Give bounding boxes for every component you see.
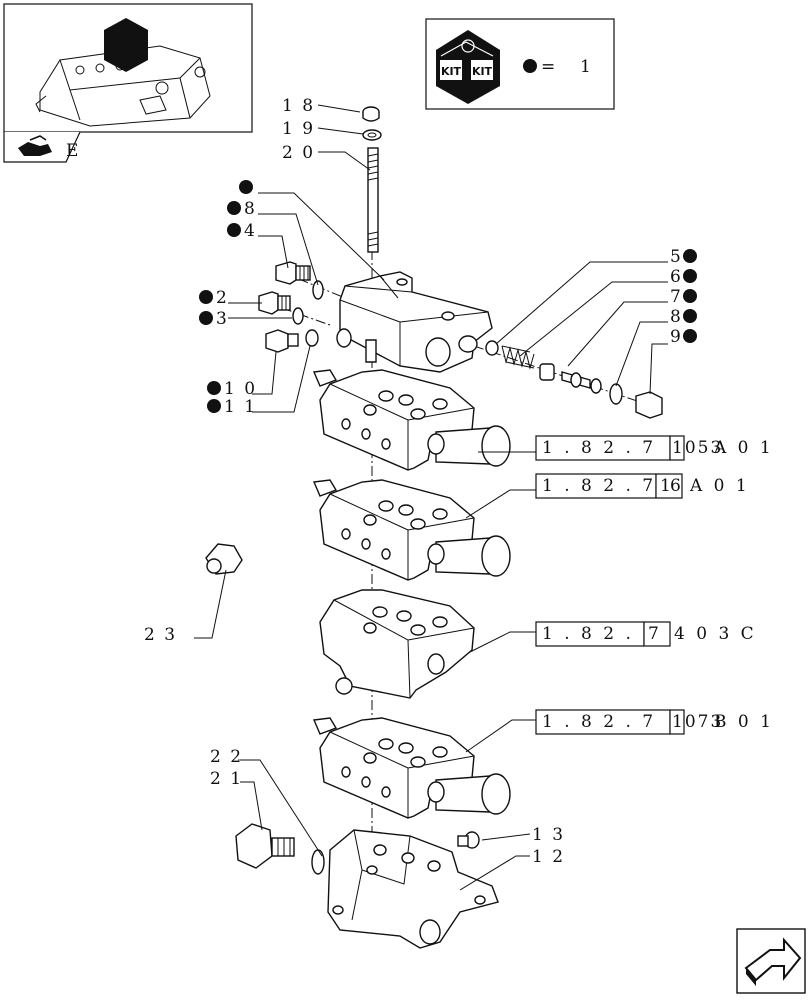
callout-2: 2 xyxy=(216,288,229,308)
valve-section-2[interactable] xyxy=(312,479,511,581)
kit-bullet-icon xyxy=(683,309,697,323)
reference-code-a: 1 xyxy=(660,476,673,496)
stud-20[interactable] xyxy=(367,147,379,253)
kit-bullet-icon xyxy=(683,329,697,343)
kit-bullet-icon xyxy=(227,223,241,237)
plug-9[interactable] xyxy=(635,391,663,419)
reference-code-b: 6 xyxy=(670,476,683,496)
reference-link-2[interactable]: 1 . 8 2 . 7 1 6 A 0 1 xyxy=(535,473,750,499)
valve-section-1[interactable] xyxy=(312,369,511,471)
oring-5[interactable] xyxy=(485,340,499,356)
screw-2[interactable] xyxy=(258,291,291,315)
valve-section-4[interactable] xyxy=(312,717,511,819)
reference-suffix: A 0 1 xyxy=(689,476,750,496)
kit-bullet-icon xyxy=(207,381,221,395)
callouts: 1 8 1 9 2 0 8 4 2 3 1 0 1 1 5 6 7 8 9 2 … xyxy=(144,96,697,867)
callout-20: 2 0 xyxy=(282,143,315,163)
callout-4: 4 xyxy=(244,221,257,241)
kit-bullet-icon xyxy=(683,249,697,263)
reference-suffix: B 0 1 xyxy=(714,712,774,732)
plug-23[interactable] xyxy=(205,543,243,575)
callout-7: 7 xyxy=(670,287,683,307)
thumbnail-nav-letter: E xyxy=(66,141,80,161)
reference-suffix: 4 0 3 C xyxy=(674,624,757,644)
kit-bullet-icon xyxy=(683,269,697,283)
screw-10[interactable] xyxy=(265,329,299,353)
oring-22[interactable] xyxy=(311,849,325,875)
valve-section-3[interactable] xyxy=(319,589,475,699)
washer-3[interactable] xyxy=(292,307,304,325)
reference-prefix: 1 . 8 2 . xyxy=(542,624,634,644)
leader-lines xyxy=(194,104,668,891)
callout-9: 9 xyxy=(670,327,683,347)
washer-11[interactable] xyxy=(305,329,319,347)
reference-link-1[interactable]: 1 . 8 2 . 7 1053 A 0 1 xyxy=(535,435,774,461)
plug-13[interactable] xyxy=(457,831,480,849)
callout-19: 1 9 xyxy=(282,119,315,139)
kit-legend: KIT KIT = 1 xyxy=(425,18,615,110)
reference-suffix: A 0 1 xyxy=(713,438,774,458)
tractor-hydraulic-assembly-thumbnail xyxy=(35,18,211,127)
washer-19[interactable] xyxy=(362,129,382,141)
kit-icon: KIT KIT xyxy=(436,30,500,104)
kit-label-right: KIT xyxy=(472,65,493,78)
spring-seat-7[interactable] xyxy=(539,363,602,394)
reference-code: 1073 xyxy=(672,712,723,732)
callout-3: 3 xyxy=(216,309,229,329)
callout-8: 8 xyxy=(244,199,257,219)
callout-8b: 8 xyxy=(670,307,683,327)
end-cover[interactable] xyxy=(336,271,493,373)
washer-8b[interactable] xyxy=(609,383,623,405)
callout-5: 5 xyxy=(670,247,683,267)
callout-23: 2 3 xyxy=(144,625,177,645)
kit-number: 1 xyxy=(580,57,593,77)
callout-11: 1 1 xyxy=(224,397,257,417)
kit-bullet-icon xyxy=(239,180,253,194)
callout-18: 1 8 xyxy=(282,96,315,116)
kit-label-left: KIT xyxy=(441,65,462,78)
callout-12: 1 2 xyxy=(532,847,565,867)
kit-bullet-icon xyxy=(227,201,241,215)
callout-10: 1 0 xyxy=(224,379,257,399)
reference-prefix: 1 . 8 2 . 7 xyxy=(542,712,656,732)
kit-bullet-icon xyxy=(199,311,213,325)
callout-6: 6 xyxy=(670,267,683,287)
kit-equals: = xyxy=(541,57,557,77)
washer-8[interactable] xyxy=(312,280,324,300)
reference-link-4[interactable]: 1 . 8 2 . 7 1073 B 0 1 xyxy=(535,709,774,735)
spring-6[interactable] xyxy=(501,345,535,370)
next-page-arrow-icon xyxy=(744,937,802,986)
screw-axis-2 xyxy=(264,301,331,326)
thumbnail-panel[interactable]: E xyxy=(3,3,253,163)
kit-bullet-icon xyxy=(207,399,221,413)
next-page-button[interactable] xyxy=(736,928,806,994)
screw-21[interactable] xyxy=(235,823,295,869)
reference-code: 7 xyxy=(648,624,661,644)
reference-prefix: 1 . 8 2 . 7 xyxy=(542,476,656,496)
kit-bullet-icon xyxy=(199,290,213,304)
nut-18[interactable] xyxy=(362,106,380,122)
reference-link-3[interactable]: 1 . 8 2 . 7 4 0 3 C xyxy=(535,621,757,647)
callout-13: 1 3 xyxy=(532,825,565,845)
inlet-section-12[interactable] xyxy=(327,829,499,949)
kit-bullet-icon xyxy=(523,59,537,73)
screw-4[interactable] xyxy=(275,261,311,285)
nav-thumbnail-icon[interactable] xyxy=(18,135,52,156)
callout-22: 2 2 xyxy=(210,747,243,767)
callout-21: 2 1 xyxy=(210,769,243,789)
reference-code: 1053 xyxy=(672,438,723,458)
reference-prefix: 1 . 8 2 . 7 xyxy=(542,438,656,458)
kit-bullet-icon xyxy=(683,289,697,303)
